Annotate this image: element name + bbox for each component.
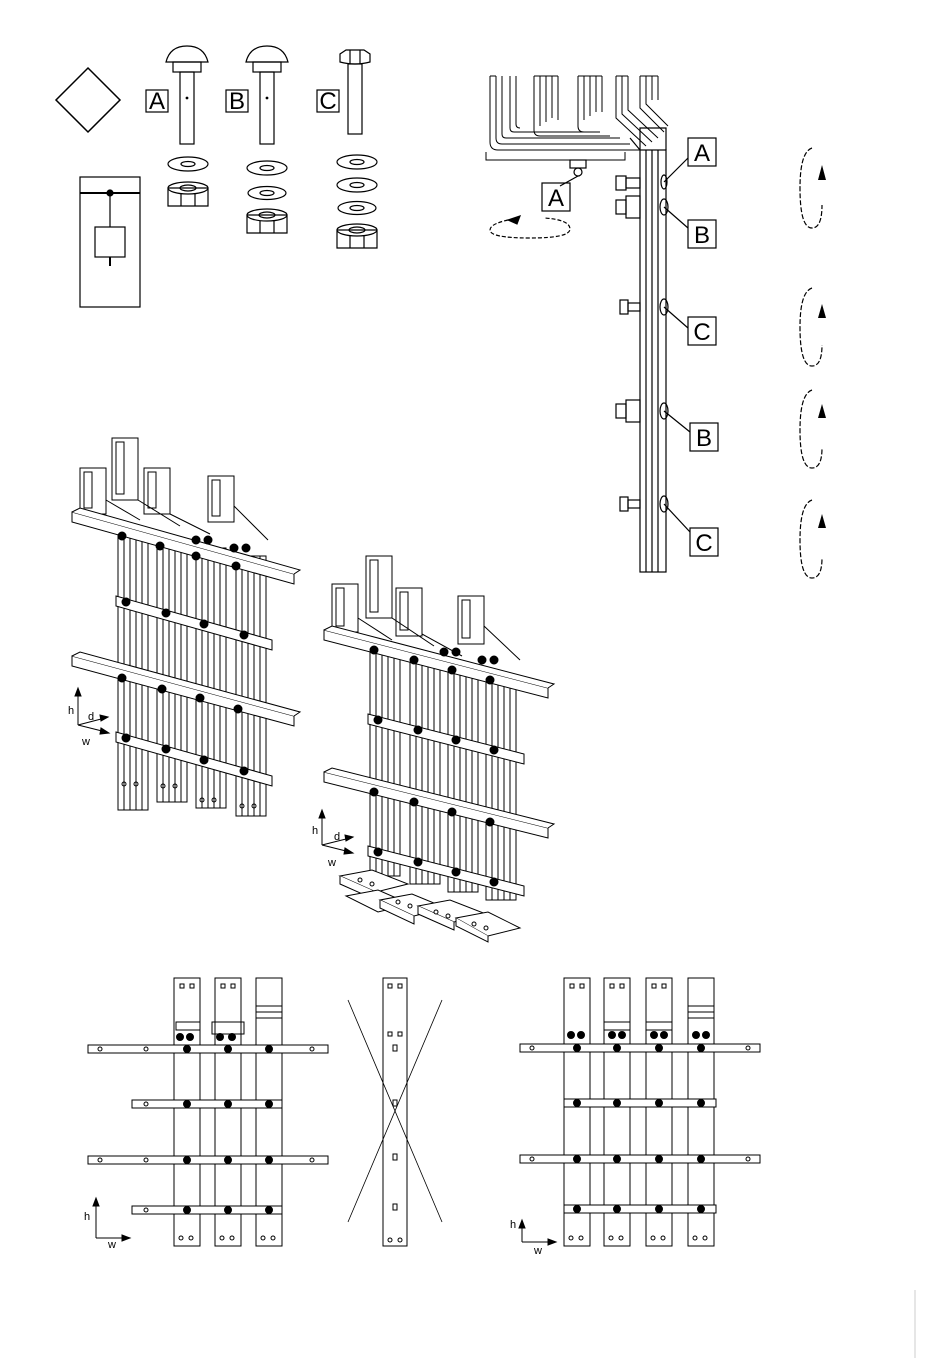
axis-h-label-3: h [84,1211,90,1223]
fastener-set-b: B [226,46,288,233]
iso2-axis-indicator: h d w [312,810,353,869]
iso1-axis-indicator: h d w [68,688,109,748]
front-view-1: h w [84,978,328,1251]
axis-w-label-2: w [327,857,336,869]
lock-washer-b-icon [248,187,286,200]
side-bolt-b2 [616,400,668,422]
iso2-crossbars [324,626,554,896]
callout-c-2: C [695,530,712,557]
rotate-horizontal-icon [490,216,570,238]
fv2-axis-indicator: h w [510,1219,556,1257]
incorrect-orientation-view [348,978,442,1246]
axis-d-label-1: d [88,711,94,723]
axis-h-label-4: h [510,1219,516,1231]
axis-w-label-1: w [81,736,90,748]
torque-icon-4 [800,500,826,578]
busbar-fingers [486,76,668,160]
callout-b-2: B [696,425,712,452]
isometric-assembly-1: h d w [68,438,300,816]
fv2-crossbars [520,1044,760,1213]
torque-icon-2 [800,288,826,366]
carriage-bolt-b-icon [246,46,288,62]
washer-c1-icon [337,155,377,169]
side-view: A A B C B C [486,76,826,578]
fv1-axis-indicator: h w [84,1198,130,1251]
axis-h-label-1: h [68,705,74,717]
hex-bolt-c-icon [340,50,370,64]
hanging-tag-icon [80,177,140,307]
axis-w-label-3: w [107,1239,116,1251]
side-bolt-b1 [616,196,668,218]
hardware-legend: A B [56,46,377,307]
side-bolt-a [616,175,667,190]
callout-c-1: C [693,319,710,346]
axis-d-label-2: d [334,831,340,843]
front-view-2: h w [510,978,760,1257]
legend-label-c: C [319,88,336,115]
fastener-set-a: A [146,46,208,206]
side-bolt-c1 [620,299,668,315]
callout-a-right: A [694,140,710,167]
torque-icon-3 [800,390,826,468]
callout-a-left: A [548,185,564,212]
legend-label-a: A [149,88,165,115]
side-bolt-a-top [570,160,586,176]
side-callouts: A A B C B C [542,138,718,557]
legend-label-b: B [229,88,245,115]
side-bolt-c2 [620,496,668,512]
axis-h-label-2: h [312,825,318,837]
washer-c2-icon [337,178,377,192]
attention-diamond-icon [56,68,120,132]
isometric-assembly-2: h d w [312,556,554,942]
fv1-crossbars [88,1045,328,1214]
carriage-bolt-a-icon [166,46,208,62]
fv1-bolts [177,1034,273,1214]
torque-icon-1 [800,148,826,228]
callout-b-1: B [694,222,710,249]
lock-washer-c-icon [338,202,376,215]
fastener-set-c: C [317,50,377,248]
washer-b1-icon [247,161,287,175]
washer-a-icon [168,157,208,171]
axis-w-label-4: w [533,1245,542,1257]
